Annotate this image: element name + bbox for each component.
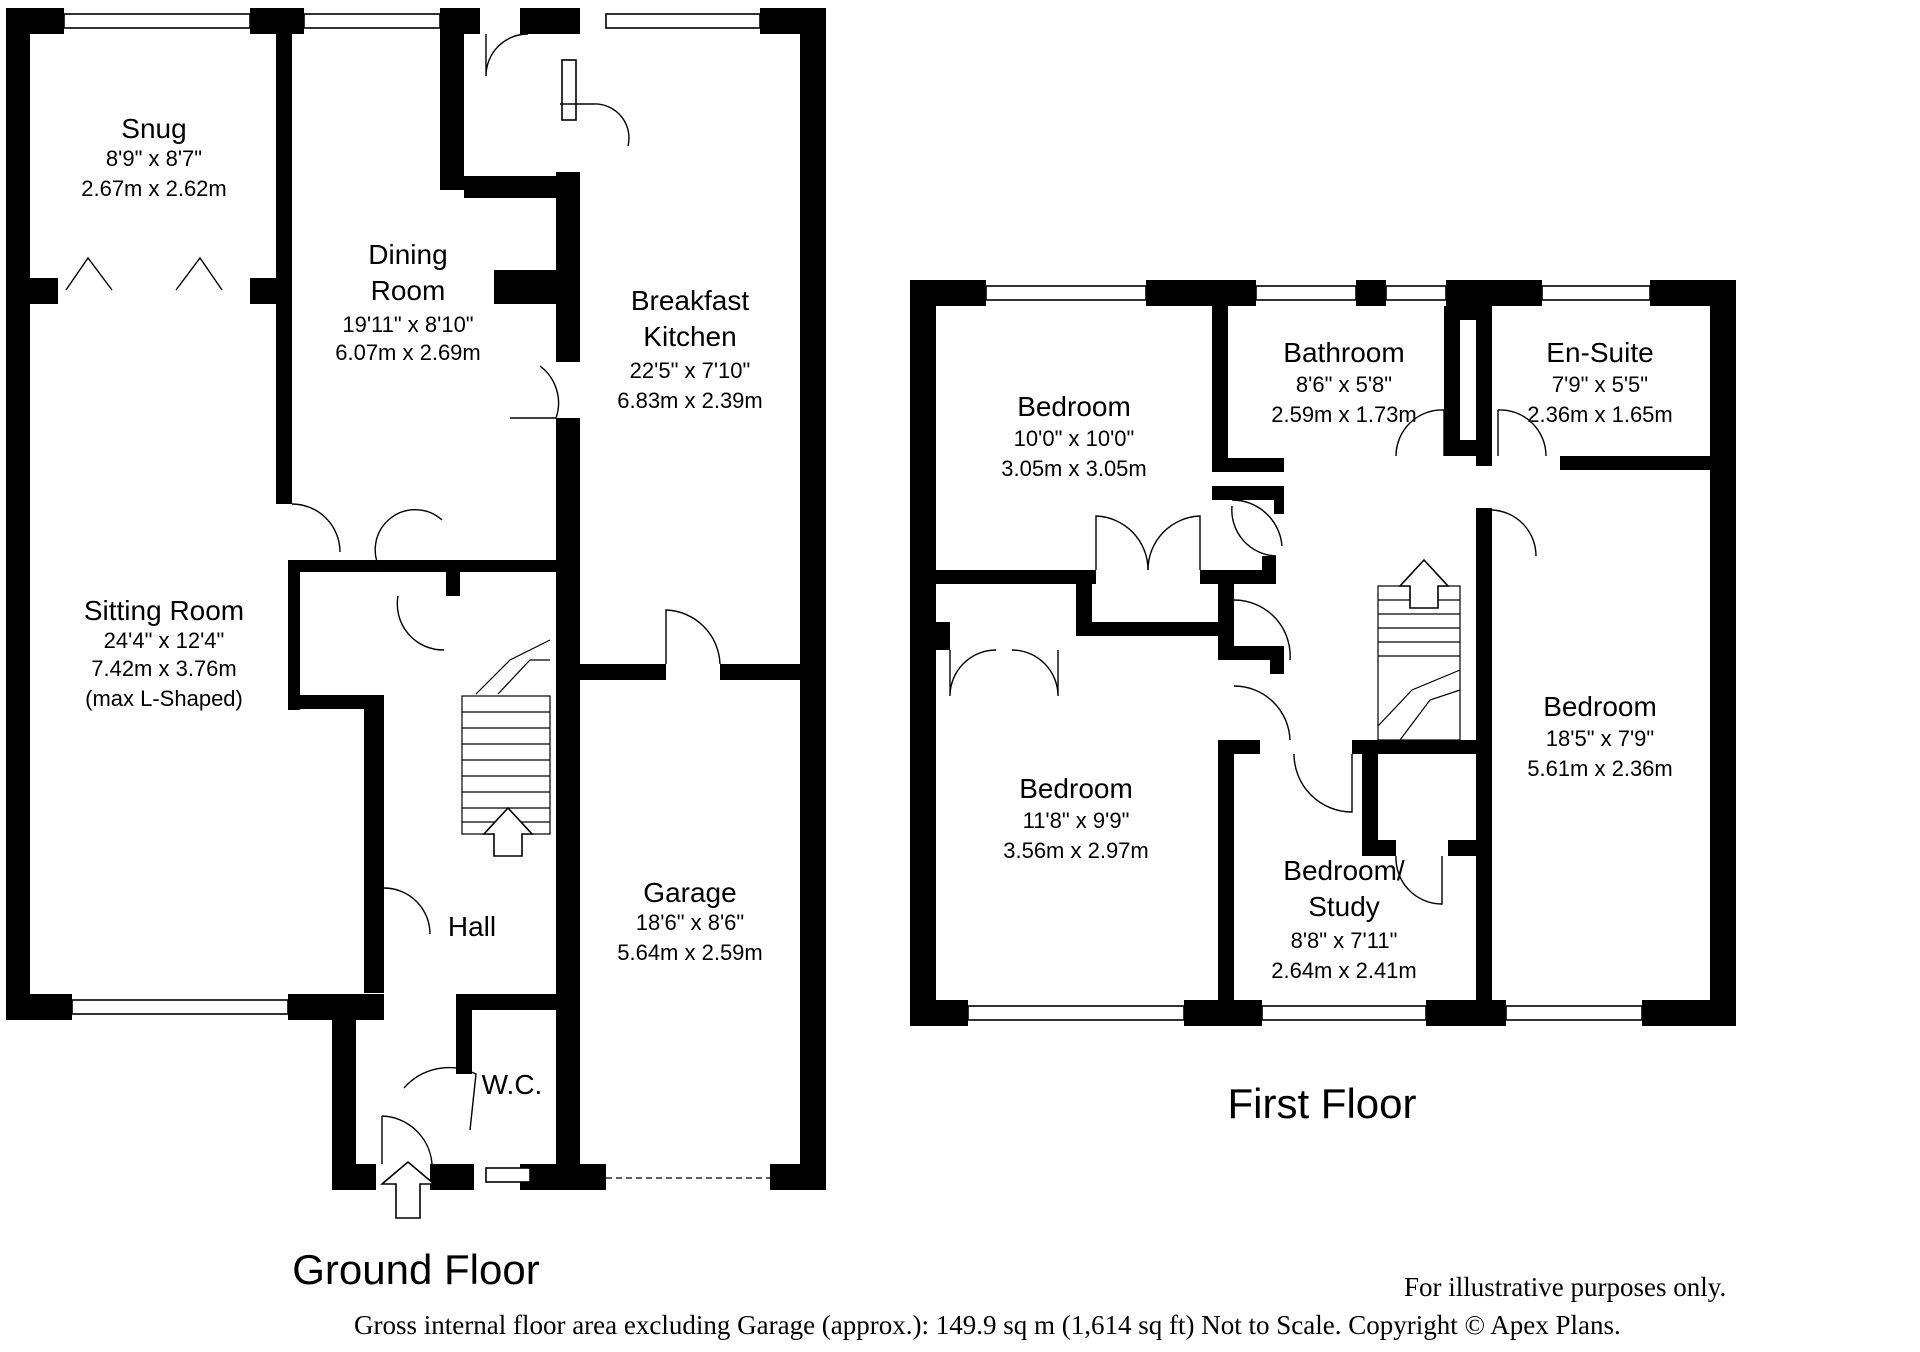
room-dim-metric: 6.83m x 2.39m [617,388,763,413]
room-name: Breakfast [631,285,749,316]
room-dim-imperial: 22'5" x 7'10" [630,358,751,383]
first-floor-doors [949,409,1547,905]
room-label-study: Bedroom/ Study 8'8" x 7'11" 2.64m x 2.41… [1271,855,1417,983]
room-name: Study [1308,891,1380,922]
room-label-kitchen: Breakfast Kitchen 22'5" x 7'10" 6.83m x … [617,285,763,413]
room-name: Bedroom [1019,773,1133,804]
first-floor-title: First Floor [1228,1080,1417,1127]
room-name: Sitting Room [84,595,244,626]
room-name: Bedroom/ [1283,855,1405,886]
room-dim-imperial: 24'4" x 12'4" [104,628,225,653]
room-dim-metric: 5.61m x 2.36m [1527,756,1673,781]
room-label-bedroom-1: Bedroom 10'0" x 10'0" 3.05m x 3.05m [1001,391,1147,481]
room-name: En-Suite [1546,337,1653,368]
room-dim-metric: 6.07m x 2.69m [335,340,481,365]
ground-floor-windows [63,13,770,1183]
room-dim-metric: 2.67m x 2.62m [81,176,227,201]
room-label-garage: Garage 18'6" x 8'6" 5.64m x 2.59m [617,877,763,965]
ground-floor-walls [6,8,826,1190]
room-label-ensuite: En-Suite 7'9" x 5'5" 2.36m x 1.65m [1527,337,1673,427]
floor-area-copyright-note: Gross internal floor area excluding Gara… [354,1310,1621,1340]
room-name: Bedroom [1017,391,1131,422]
room-dim-imperial: 10'0" x 10'0" [1014,426,1135,451]
stairs-up-arrow-icon [482,806,534,857]
first-floor-windows [967,285,1651,1021]
room-dim-imperial: 8'9" x 8'7" [106,146,202,171]
room-label-sitting-room: Sitting Room 24'4" x 12'4" 7.42m x 3.76m… [84,595,244,711]
room-label-wc: W.C. [482,1069,543,1100]
room-label-dining: Dining Room 19'11" x 8'10" 6.07m x 2.69m [335,239,481,365]
room-label-bedroom-3: Bedroom 18'5" x 7'9" 5.61m x 2.36m [1527,691,1673,781]
ground-floor-doors [65,33,721,1165]
room-name: Bedroom [1543,691,1657,722]
room-name: Garage [643,877,736,908]
room-name: Kitchen [643,321,736,352]
room-note: (max L-Shaped) [85,686,243,711]
room-dim-imperial: 11'8" x 9'9" [1023,808,1130,833]
room-dim-imperial: 19'11" x 8'10" [342,312,473,337]
room-label-bathroom: Bathroom 8'6" x 5'8" 2.59m x 1.73m [1271,337,1417,427]
room-label-bedroom-2: Bedroom 11'8" x 9'9" 3.56m x 2.97m [1003,773,1149,863]
room-dim-imperial: 7'9" x 5'5" [1552,372,1648,397]
ground-floor-title: Ground Floor [292,1246,539,1293]
room-dim-imperial: 8'6" x 5'8" [1296,372,1392,397]
room-label-hall: Hall [448,911,496,942]
stairs-up-arrow-icon [1398,558,1450,609]
room-dim-imperial: 8'8" x 7'11" [1291,928,1398,953]
room-dim-metric: 2.59m x 1.73m [1271,402,1417,427]
room-dim-metric: 7.42m x 3.76m [91,656,237,681]
first-floor-stairs [1377,585,1461,741]
room-dim-metric: 5.64m x 2.59m [617,940,763,965]
ground-floor-stairs [461,639,551,835]
room-name: Bathroom [1283,337,1404,368]
disclaimer-note: For illustrative purposes only. [1404,1272,1727,1302]
room-dim-imperial: 18'5" x 7'9" [1546,726,1654,751]
front-entrance-arrow-icon [379,1160,437,1219]
room-dim-metric: 2.36m x 1.65m [1527,402,1673,427]
first-floor-walls [910,280,1736,1026]
room-name: Room [371,275,446,306]
room-name: Snug [121,113,186,144]
room-dim-metric: 3.56m x 2.97m [1003,838,1149,863]
room-label-snug: Snug 8'9" x 8'7" 2.67m x 2.62m [81,113,227,201]
room-dim-metric: 3.05m x 3.05m [1001,456,1147,481]
room-dim-metric: 2.64m x 2.41m [1271,958,1417,983]
room-name: Dining [368,239,447,270]
room-dim-imperial: 18'6" x 8'6" [636,910,744,935]
